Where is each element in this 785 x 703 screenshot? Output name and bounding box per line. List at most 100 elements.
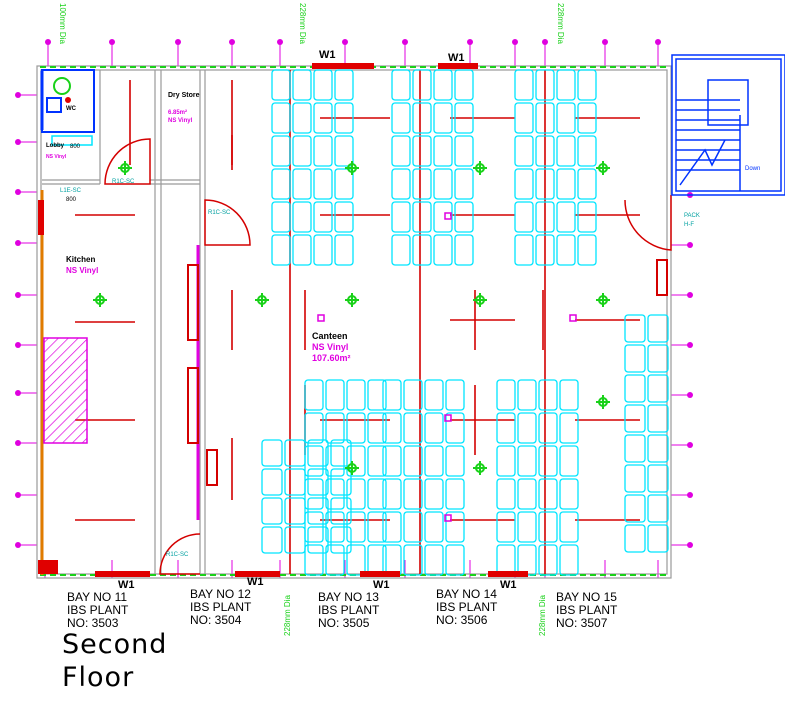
chair	[624, 314, 646, 343]
chair	[391, 234, 411, 266]
chair	[334, 168, 354, 200]
chair	[445, 511, 465, 543]
chair	[412, 135, 432, 167]
chair	[424, 544, 444, 576]
kitchen-label: Kitchen	[66, 255, 95, 264]
chair	[445, 445, 465, 477]
chair	[271, 135, 291, 167]
lobby-width: 800	[70, 144, 81, 150]
chair	[445, 379, 465, 411]
chair	[367, 511, 387, 543]
chair	[556, 69, 576, 101]
chair	[559, 544, 579, 576]
chair	[292, 102, 312, 134]
chair	[346, 478, 366, 510]
grid-marker	[467, 39, 473, 45]
dim-top-right: 228mm Dia	[556, 3, 565, 44]
chair	[304, 478, 324, 510]
chair	[391, 168, 411, 200]
chair	[330, 439, 352, 467]
chair	[382, 511, 402, 543]
chair	[496, 511, 516, 543]
grid-marker	[15, 492, 21, 498]
chair	[271, 102, 291, 134]
chair	[367, 445, 387, 477]
chair	[292, 135, 312, 167]
chair	[624, 464, 646, 493]
window-label-bottom-3: W1	[373, 579, 390, 591]
chair	[538, 379, 558, 411]
partitions	[42, 70, 206, 574]
door-tag-1: R1C-SC	[112, 179, 135, 185]
chair	[313, 201, 333, 233]
chair	[412, 69, 432, 101]
chair	[284, 468, 306, 496]
chair	[307, 468, 329, 496]
chair	[271, 168, 291, 200]
chair	[514, 135, 534, 167]
chair	[304, 511, 324, 543]
chair	[325, 511, 345, 543]
chair	[454, 168, 474, 200]
canteen-finish: NS Vinyl	[312, 342, 348, 352]
chair	[261, 526, 283, 554]
chair	[517, 511, 537, 543]
canteen-furniture	[261, 69, 669, 576]
chair	[403, 379, 423, 411]
chair	[517, 379, 537, 411]
window-label-top-1: W1	[319, 49, 336, 61]
chair	[391, 69, 411, 101]
chair	[624, 494, 646, 523]
chair	[535, 168, 555, 200]
chair	[624, 374, 646, 403]
chair	[433, 135, 453, 167]
chair	[559, 478, 579, 510]
chair	[577, 69, 597, 101]
chair	[624, 434, 646, 463]
chair	[559, 511, 579, 543]
chair	[334, 201, 354, 233]
chair	[330, 468, 352, 496]
chair	[334, 234, 354, 266]
lobby-door-width: 800	[66, 197, 77, 203]
chair	[346, 544, 366, 576]
chair	[647, 434, 669, 463]
chair	[624, 344, 646, 373]
chair	[403, 478, 423, 510]
chair	[454, 201, 474, 233]
pack-label-2: H-F	[684, 222, 694, 228]
chair	[538, 412, 558, 444]
chair	[292, 69, 312, 101]
chair	[577, 201, 597, 233]
floor-title-line-2: Floor	[62, 662, 135, 693]
chair	[382, 412, 402, 444]
chair	[325, 445, 345, 477]
chair	[454, 135, 474, 167]
grid-marker	[15, 292, 21, 298]
chair	[535, 69, 555, 101]
grid-marker	[602, 39, 608, 45]
chair	[304, 544, 324, 576]
lobby-finish: NS Vinyl	[46, 154, 67, 160]
chair	[304, 379, 324, 411]
chair	[424, 445, 444, 477]
chair	[284, 497, 306, 525]
chair	[577, 135, 597, 167]
grid-marker	[15, 240, 21, 246]
hatched-zone	[43, 337, 88, 444]
chair	[424, 478, 444, 510]
grid-markers	[15, 39, 693, 578]
chair	[496, 544, 516, 576]
grid-marker	[687, 542, 693, 548]
grid-marker	[342, 39, 348, 45]
chair	[424, 379, 444, 411]
chair	[261, 439, 283, 467]
chair	[454, 234, 474, 266]
chair	[514, 168, 534, 200]
chair	[624, 404, 646, 433]
chair	[382, 445, 402, 477]
chair	[304, 412, 324, 444]
